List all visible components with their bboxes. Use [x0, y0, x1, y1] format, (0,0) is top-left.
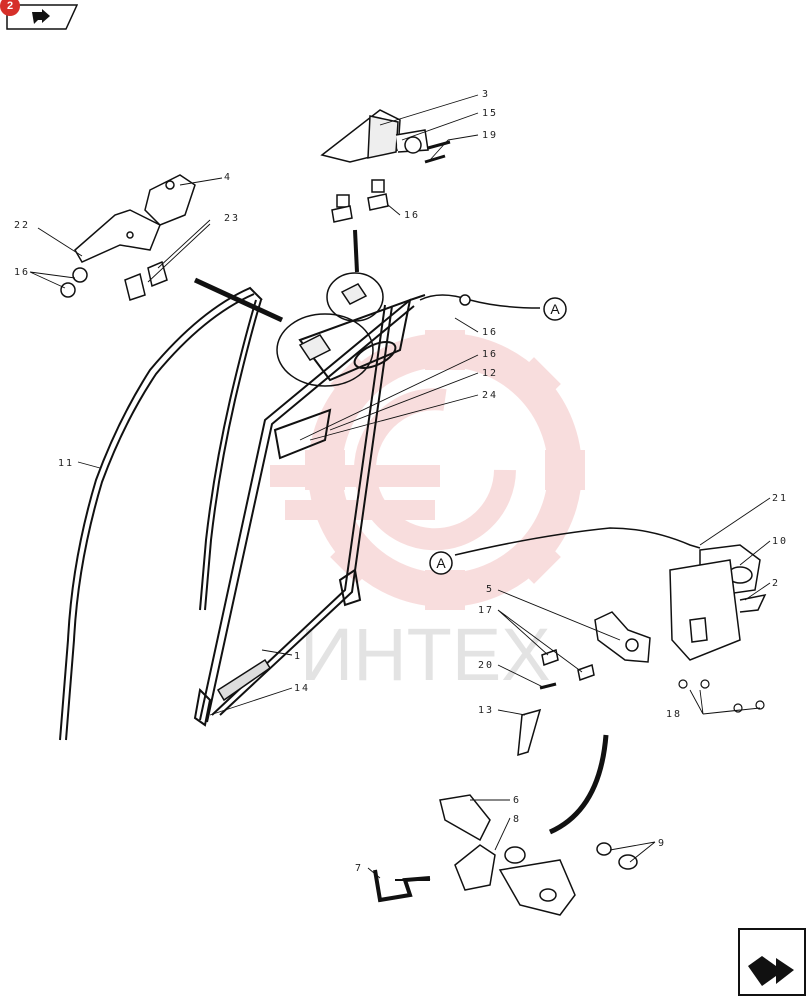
callout-20: 20 — [478, 660, 494, 671]
callout-12: 12 — [482, 368, 498, 379]
callout-23: 23 — [224, 213, 240, 224]
zoom-bubble-upper — [193, 277, 374, 387]
zoom-bubble-lower — [326, 229, 384, 322]
arrow-next-icon — [738, 928, 806, 996]
connector-a-top: A — [543, 297, 567, 321]
callout-18: 18 — [666, 709, 682, 720]
callout-arrow-big — [548, 734, 609, 835]
callout-3: 3 — [482, 89, 490, 100]
page-badge: 2 — [0, 0, 20, 16]
callout-21: 21 — [772, 493, 788, 504]
callout-10: 10 — [772, 536, 788, 547]
callout-16-b: 16 — [14, 267, 30, 278]
callout-7: 7 — [355, 863, 363, 874]
hinge-block-3 — [320, 109, 451, 223]
callout-24: 24 — [482, 390, 498, 401]
callout-9: 9 — [658, 838, 666, 849]
callout-numbers: 3 15 19 16 4 23 22 16 16 16 12 24 11 21 … — [14, 89, 788, 874]
callout-15: 15 — [482, 108, 498, 119]
callout-4: 4 — [224, 172, 232, 183]
leader-lines — [29, 94, 771, 879]
bolts-18 — [678, 679, 765, 713]
hinge-arm-4 — [60, 174, 196, 301]
gas-strut-14 — [216, 658, 272, 702]
cable-21 — [419, 294, 701, 556]
callout-1: 1 — [294, 651, 302, 662]
callout-11: 11 — [58, 458, 74, 469]
callout-13: 13 — [478, 705, 494, 716]
callout-17: 17 — [478, 605, 494, 616]
callout-8: 8 — [513, 814, 521, 825]
callout-2: 2 — [772, 578, 780, 589]
lock-assembly-10 — [669, 544, 767, 661]
back-nav-button[interactable]: 2 — [0, 0, 79, 30]
latch-5 — [517, 611, 651, 757]
next-nav-button[interactable] — [738, 928, 806, 996]
watermark-logo — [270, 330, 585, 610]
connector-a-bottom: A — [429, 551, 453, 575]
connector-a-label-bottom: A — [436, 555, 446, 571]
seal-strip-11 — [59, 286, 263, 741]
callout-22: 22 — [14, 220, 30, 231]
arrow-back-icon — [6, 4, 79, 30]
callout-19: 19 — [482, 130, 498, 141]
watermark-text: ИНТЕХ — [300, 613, 551, 696]
callout-16-a: 16 — [404, 210, 420, 221]
striker-assembly — [373, 794, 638, 916]
callout-16-d: 16 — [482, 349, 498, 360]
callout-16-c: 16 — [482, 327, 498, 338]
callout-6: 6 — [513, 795, 521, 806]
callout-5: 5 — [486, 584, 494, 595]
connector-a-label-top: A — [550, 301, 560, 317]
callout-14: 14 — [294, 683, 310, 694]
